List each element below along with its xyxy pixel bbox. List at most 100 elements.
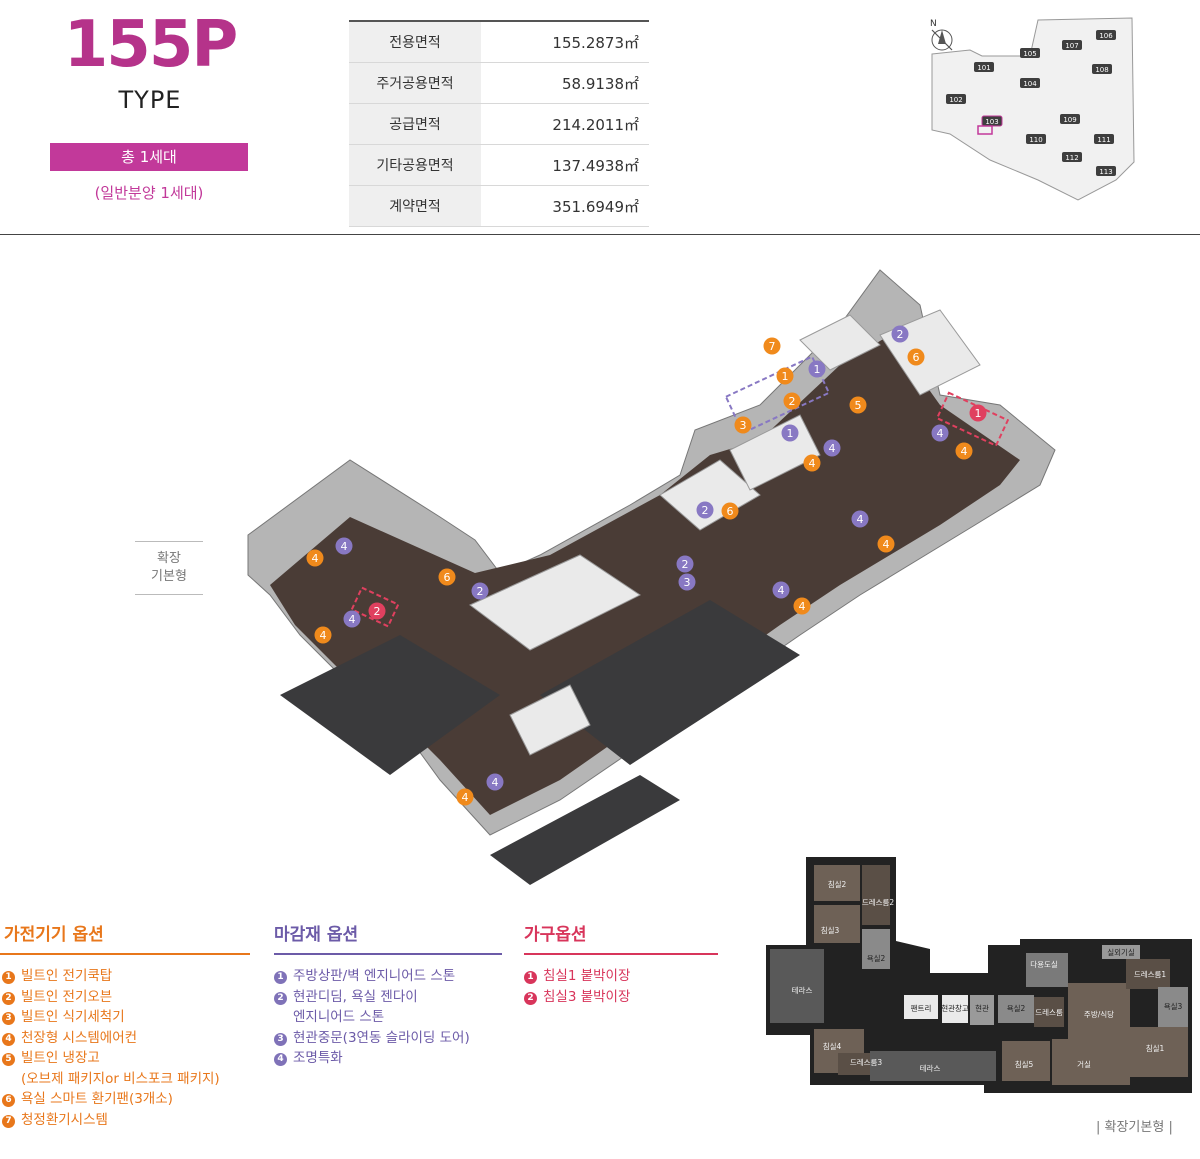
svg-text:107: 107 [1065, 42, 1078, 50]
appliance-option-marker: 4 [793, 597, 811, 615]
appliance-option-marker: 6 [438, 568, 456, 586]
finish-option-marker: 1 [808, 360, 826, 378]
svg-text:2: 2 [702, 504, 709, 517]
svg-text:5: 5 [855, 399, 862, 412]
finish-option-marker: 2 [696, 501, 714, 519]
room-label: 드레스룸 [1035, 1008, 1063, 1017]
svg-text:4: 4 [809, 457, 816, 470]
finish-option-marker: 2 [676, 555, 694, 573]
num-badge-2: 2 [274, 991, 287, 1005]
room-bath3 [1158, 987, 1188, 1027]
finish-option-marker: 4 [823, 439, 841, 457]
room-terrace-bottom [870, 1051, 996, 1081]
appliance-legend-title: 가전기기 옵션 [4, 925, 104, 945]
room-label: 욕실3 [1164, 1001, 1183, 1011]
room-entrance [970, 995, 994, 1025]
num-badge-6: 6 [2, 1094, 15, 1107]
appliance-option-marker: 6 [721, 502, 739, 520]
furniture-legend-title: 가구옵션 [524, 925, 587, 945]
area-label: 전용면적 [349, 20, 481, 63]
room-label: 거실 [1077, 1059, 1091, 1069]
building-103: 103 [977, 115, 1003, 135]
finish-option-marker: 4 [335, 537, 353, 555]
building-113: 113 [1096, 166, 1116, 176]
finish-option-marker: 4 [931, 424, 949, 442]
appliance-option-marker: 6 [907, 348, 925, 366]
legend-text: 빌트인 식기세척기 [21, 1009, 125, 1025]
finish-legend-title: 마감재 옵션 [274, 925, 359, 945]
room-label: 다용도실 [1030, 959, 1058, 969]
room-dress1 [1126, 959, 1170, 989]
svg-text:4: 4 [462, 791, 469, 804]
appliance-legend-rule [0, 953, 250, 955]
appliance-option-marker: 3 [734, 416, 752, 434]
area-label: 계약면적 [349, 185, 481, 227]
area-value: 58.9138㎡ [481, 62, 649, 104]
area-value: 351.6949㎡ [481, 185, 649, 227]
floor-plan-2d: 침실2 드레스룸2 침실3 욕실2 테라스 팬트리 현관창고 현관 욕실2 다용… [766, 857, 1192, 1093]
svg-text:2: 2 [682, 558, 689, 571]
svg-text:102: 102 [949, 96, 962, 104]
terrace-tiles [280, 600, 800, 885]
appliance-option-marker: 5 [849, 396, 867, 414]
legend-item-continued: 엔지니어드 스톤 [293, 1009, 385, 1025]
compass-icon: N [930, 19, 953, 51]
room-bed3 [814, 905, 860, 943]
building-109: 109 [1060, 114, 1080, 124]
num-badge-5: 5 [2, 1053, 15, 1066]
room-bed1 [1130, 1027, 1188, 1077]
type-code: 155P [63, 8, 239, 82]
building-107: 107 [1062, 40, 1082, 50]
room-label: 침실2 [828, 879, 847, 889]
room-bed5 [1002, 1041, 1050, 1081]
appliance-option-marker: 4 [306, 549, 324, 567]
svg-text:4: 4 [341, 540, 348, 553]
room-label: 테라스 [792, 986, 813, 995]
svg-text:1: 1 [787, 427, 794, 440]
legend-item-continued: (오브제 패키지or 비스포크 패키지) [21, 1070, 220, 1087]
building-106: 106 [1096, 30, 1116, 40]
svg-text:109: 109 [1063, 116, 1076, 124]
finish-option-marker: 1 [781, 424, 799, 442]
num-badge-1: 1 [524, 971, 537, 984]
area-value: 155.2873㎡ [481, 20, 649, 63]
wardrobe-option-outline-3 [350, 586, 400, 628]
building-105: 105 [1020, 48, 1040, 58]
appliance-option-marker: 4 [803, 454, 821, 472]
area-label: 주거공용면적 [349, 62, 481, 104]
furniture-option-marker: 1 [969, 404, 987, 422]
finish-option-marker: 4 [343, 610, 361, 628]
appliance-option-marker: 4 [314, 626, 332, 644]
svg-text:1: 1 [975, 407, 982, 420]
svg-text:112: 112 [1065, 154, 1078, 162]
appliance-option-marker: 4 [955, 442, 973, 460]
room-label: 실외기실 [1107, 947, 1135, 957]
room-terrace-left [770, 949, 824, 1023]
plan-type-line1: 확장 [157, 551, 181, 566]
legend-text: 청정환기시스템 [21, 1111, 108, 1128]
room-label: 테라스 [920, 1064, 941, 1073]
room-kitchen [1068, 983, 1130, 1039]
room-storage [942, 995, 968, 1023]
svg-text:3: 3 [684, 576, 691, 589]
appliance-option-marker: 1 [776, 367, 794, 385]
svg-text:111: 111 [1097, 136, 1110, 144]
units-sub: (일반분양 1세대) [94, 184, 204, 202]
finish-option-marker: 4 [486, 773, 504, 791]
finish-option-marker: 4 [851, 510, 869, 528]
room-living [1052, 1039, 1130, 1085]
appliance-option-marker: 7 [763, 337, 781, 355]
appliance-option-marker: 4 [877, 535, 895, 553]
legend-text: 천장형 시스템에어컨 [21, 1029, 138, 1046]
